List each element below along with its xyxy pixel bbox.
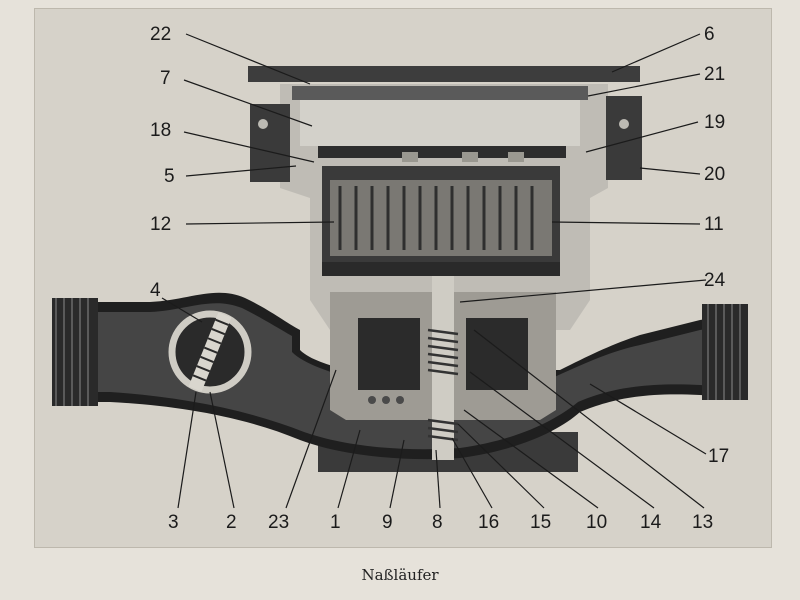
label-1: 1 — [330, 512, 341, 533]
gearbox-base — [322, 262, 560, 276]
chamber-holes — [368, 396, 404, 404]
label-22: 22 — [150, 24, 171, 45]
leader-17 — [589, 383, 707, 455]
leader-7 — [183, 79, 313, 127]
label-19: 19 — [704, 112, 725, 133]
dial-pointers — [402, 152, 524, 162]
label-5: 5 — [164, 166, 175, 187]
leader-12 — [185, 221, 335, 225]
label-9: 9 — [382, 512, 393, 533]
leader-5 — [185, 165, 297, 177]
leader-21 — [587, 73, 701, 97]
strainer-mesh — [188, 312, 232, 392]
top-cover — [248, 66, 640, 82]
leader-8 — [435, 449, 441, 509]
leader-15 — [457, 423, 545, 509]
leader-24 — [459, 279, 707, 303]
leader-6 — [611, 33, 701, 73]
label-6: 6 — [704, 24, 715, 45]
label-2: 2 — [226, 512, 237, 533]
meter-artwork — [52, 66, 748, 472]
label-16: 16 — [478, 512, 499, 533]
label-8: 8 — [432, 512, 443, 533]
leader-13 — [473, 329, 705, 509]
leader-22 — [185, 33, 311, 85]
label-13: 13 — [692, 512, 713, 533]
gear-train — [330, 180, 552, 256]
water-meter-cross-section: 22 6 7 21 18 19 5 20 12 11 4 24 17 3 2 2… — [52, 24, 748, 533]
label-10: 10 — [586, 512, 607, 533]
right-thread-lines — [707, 304, 741, 400]
leader-10 — [463, 409, 599, 509]
spindle — [432, 276, 454, 460]
leader-2 — [209, 391, 235, 509]
left-screw — [258, 119, 268, 129]
label-15: 15 — [530, 512, 551, 533]
label-12: 12 — [150, 214, 171, 235]
leader-14 — [469, 371, 655, 509]
label-3: 3 — [168, 512, 179, 533]
leader-20 — [639, 167, 701, 175]
label-17: 17 — [708, 446, 729, 467]
dial-plate — [318, 146, 566, 158]
label-11: 11 — [704, 214, 724, 235]
left-thread-lines — [55, 298, 89, 406]
label-20: 20 — [704, 164, 725, 185]
label-23: 23 — [268, 512, 289, 533]
left-thread — [52, 298, 98, 406]
leader-9 — [389, 439, 405, 509]
leader-19 — [585, 121, 699, 153]
right-screw — [619, 119, 629, 129]
label-21: 21 — [704, 64, 725, 85]
leader-11 — [551, 221, 701, 225]
dial-window — [300, 100, 580, 146]
figure-caption: Naßläufer — [361, 566, 439, 584]
callout-labels: 22 6 7 21 18 19 5 20 12 11 4 24 17 3 2 2… — [150, 24, 729, 533]
gear-teeth — [338, 186, 534, 250]
leader-3 — [177, 391, 197, 509]
leader-23 — [285, 369, 337, 509]
label-4: 4 — [150, 280, 161, 301]
leader-1 — [337, 429, 361, 509]
label-7: 7 — [160, 68, 171, 89]
chamber-right-block — [466, 318, 528, 390]
leader-16 — [451, 437, 493, 509]
glass-ring — [292, 86, 588, 100]
label-18: 18 — [150, 120, 171, 141]
leader-18 — [183, 131, 315, 163]
chamber-left-block — [358, 318, 420, 390]
leader-4 — [161, 297, 203, 323]
label-14: 14 — [640, 512, 662, 533]
leader-lines — [161, 33, 707, 509]
label-24: 24 — [704, 270, 726, 291]
